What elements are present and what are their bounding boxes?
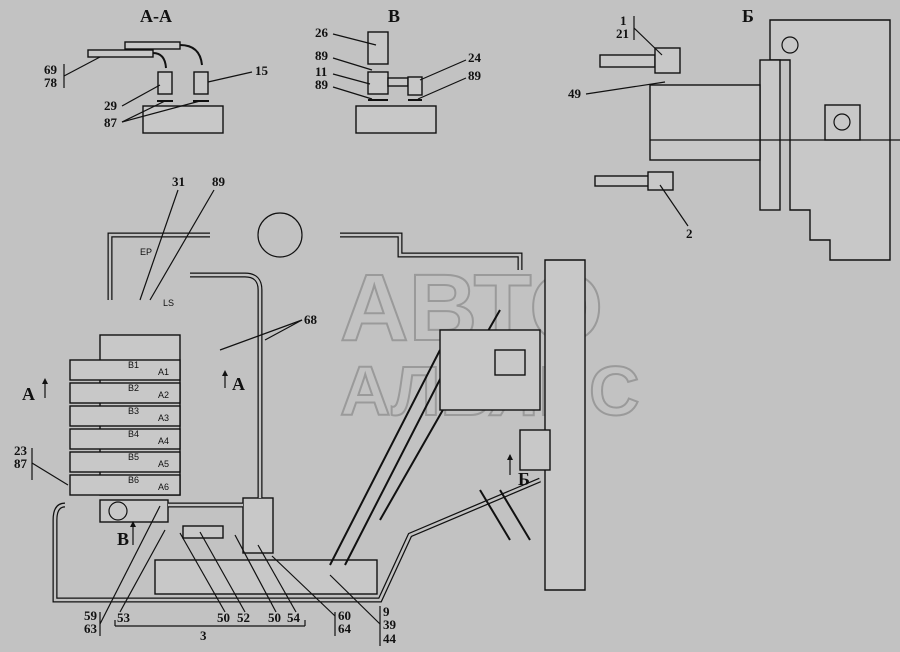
svg-text:44: 44 [383, 631, 397, 646]
svg-text:59: 59 [84, 608, 98, 623]
svg-text:89: 89 [468, 68, 482, 83]
svg-text:50: 50 [217, 610, 230, 625]
svg-text:A: A [232, 374, 245, 394]
svg-text:24: 24 [468, 50, 482, 65]
svg-text:A6: A6 [158, 482, 169, 492]
port-labels: B1 B2 B3 B4 B5 B6 A1 A2 A3 A4 A5 A6 [128, 360, 169, 492]
markers: EP LS A A В Б [22, 247, 530, 549]
view-v: В [355, 6, 437, 134]
svg-text:50: 50 [268, 610, 281, 625]
view-b: Б [594, 6, 900, 261]
svg-text:EP: EP [140, 247, 152, 257]
svg-text:52: 52 [237, 610, 250, 625]
svg-text:89: 89 [212, 174, 226, 189]
svg-text:A: A [22, 384, 35, 404]
main-assembly [52, 212, 586, 603]
svg-text:26: 26 [315, 25, 329, 40]
svg-text:54: 54 [287, 610, 301, 625]
callouts-main: 31 89 68 23 87 59 63 53 50 52 50 54 60 6… [14, 174, 397, 646]
svg-text:1: 1 [620, 13, 627, 28]
svg-text:2: 2 [686, 226, 693, 241]
svg-text:Б: Б [742, 6, 754, 26]
svg-text:89: 89 [315, 48, 329, 63]
svg-text:69: 69 [44, 62, 58, 77]
svg-text:53: 53 [117, 610, 131, 625]
svg-text:B1: B1 [128, 360, 139, 370]
svg-text:B4: B4 [128, 429, 139, 439]
svg-text:63: 63 [84, 621, 98, 636]
svg-text:B6: B6 [128, 475, 139, 485]
svg-text:23: 23 [14, 443, 28, 458]
svg-text:78: 78 [44, 75, 58, 90]
svg-text:31: 31 [172, 174, 185, 189]
section-aa-view: А-А [87, 6, 224, 134]
svg-text:A3: A3 [158, 413, 169, 423]
svg-text:60: 60 [338, 608, 351, 623]
svg-text:49: 49 [568, 86, 582, 101]
svg-text:В: В [388, 6, 400, 26]
svg-text:11: 11 [315, 64, 327, 79]
callouts-aa: 69 78 29 87 15 [44, 56, 269, 130]
svg-text:29: 29 [104, 98, 118, 113]
svg-text:68: 68 [304, 312, 318, 327]
svg-text:9: 9 [383, 604, 390, 619]
svg-text:64: 64 [338, 621, 352, 636]
svg-text:А-А: А-А [140, 6, 172, 26]
svg-text:B3: B3 [128, 406, 139, 416]
svg-text:15: 15 [255, 63, 269, 78]
svg-text:21: 21 [616, 26, 629, 41]
svg-text:89: 89 [315, 77, 329, 92]
svg-text:Б: Б [518, 469, 530, 489]
svg-text:A1: A1 [158, 367, 169, 377]
svg-text:В: В [117, 529, 129, 549]
svg-text:87: 87 [14, 456, 28, 471]
svg-text:87: 87 [104, 115, 118, 130]
svg-text:39: 39 [383, 617, 397, 632]
svg-text:B5: B5 [128, 452, 139, 462]
callouts-v: 26 89 11 89 24 89 [315, 25, 482, 100]
valve-sections [69, 359, 181, 496]
svg-text:B2: B2 [128, 383, 139, 393]
svg-text:LS: LS [163, 298, 174, 308]
callouts-b: 1 21 49 2 [568, 13, 693, 241]
svg-text:A5: A5 [158, 459, 169, 469]
svg-text:A2: A2 [158, 390, 169, 400]
svg-text:A4: A4 [158, 436, 169, 446]
svg-text:3: 3 [200, 628, 207, 643]
